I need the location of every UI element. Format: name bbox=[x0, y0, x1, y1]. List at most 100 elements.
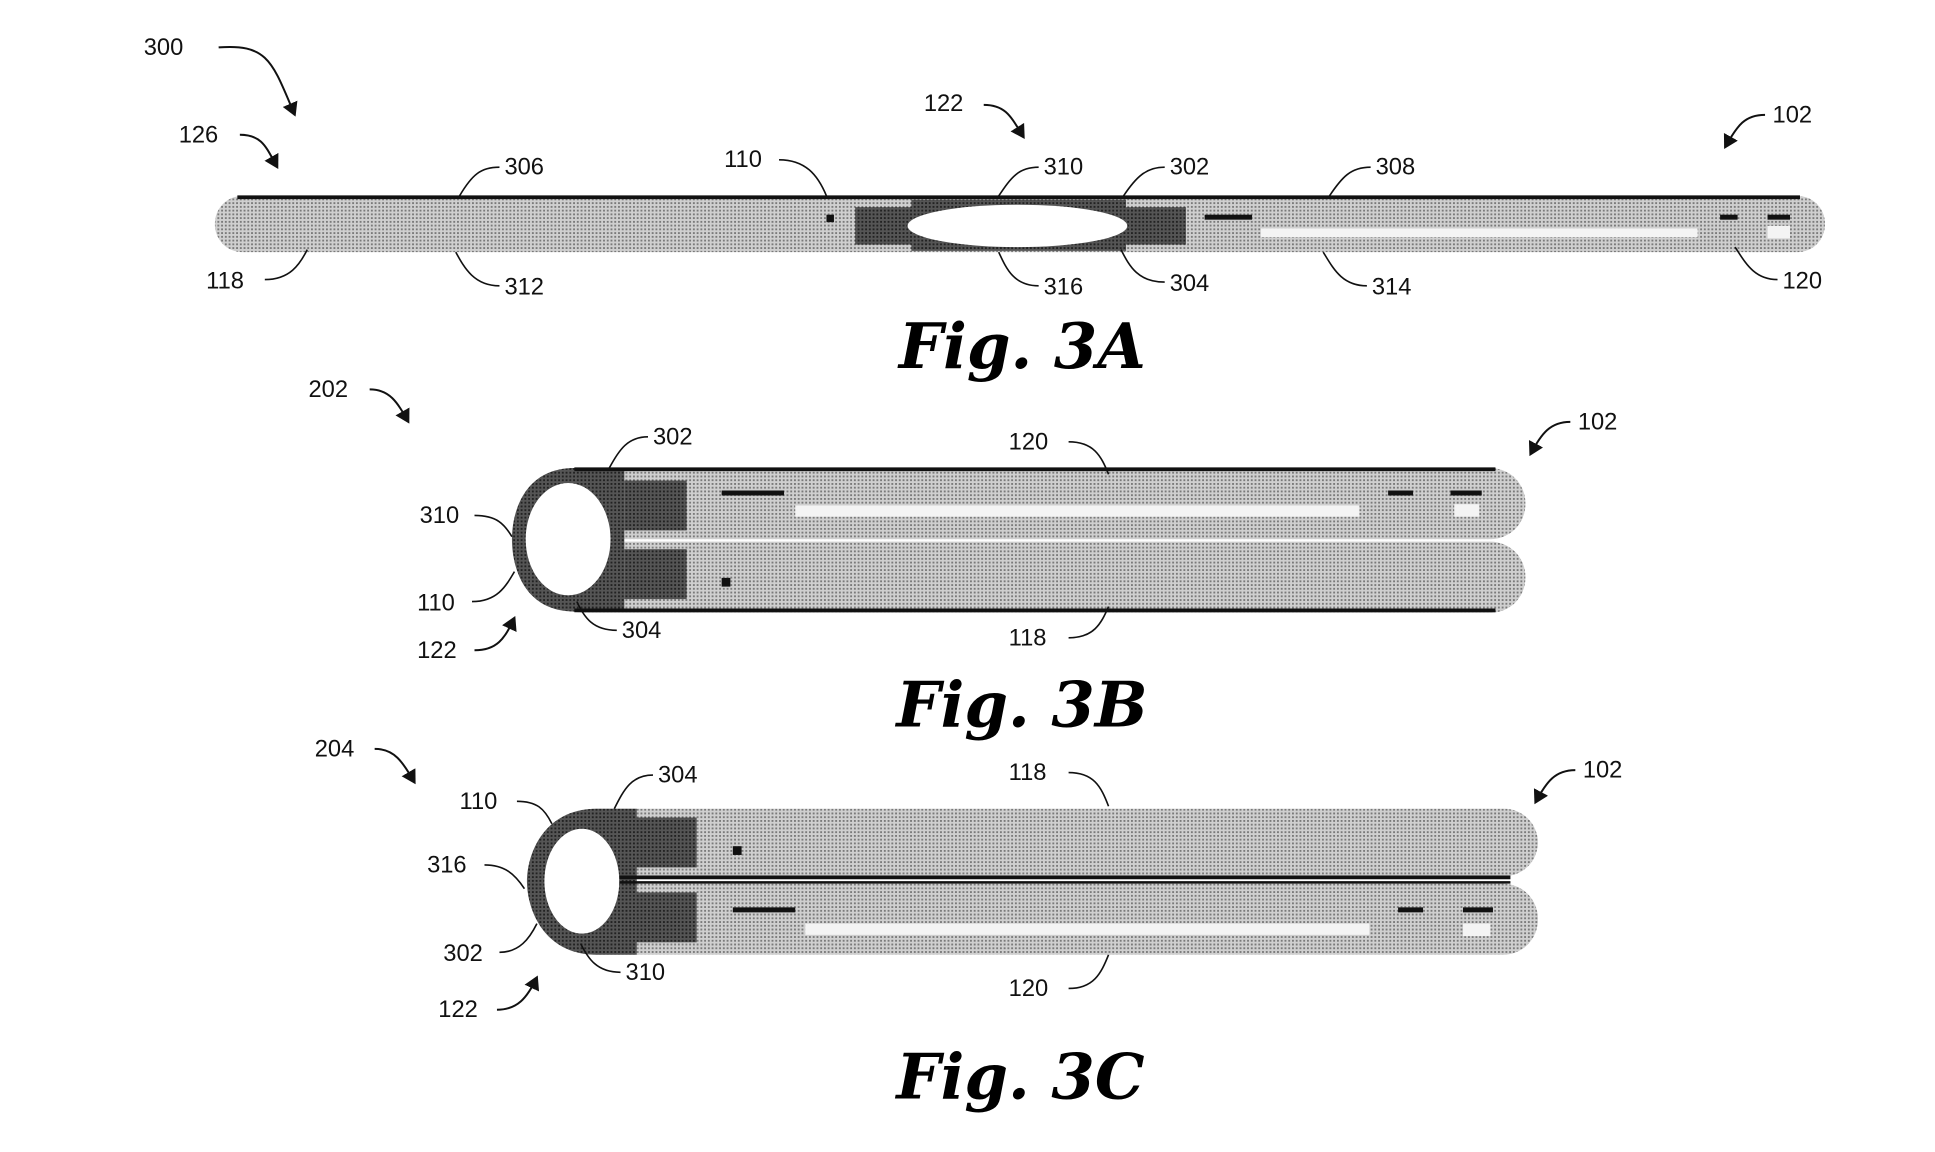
component-mark bbox=[1388, 490, 1414, 496]
component-mark bbox=[826, 214, 834, 223]
component-mark bbox=[721, 490, 785, 496]
leader-line bbox=[998, 166, 1039, 197]
ref-label: 110 bbox=[724, 147, 762, 173]
device-half-upper bbox=[549, 468, 1526, 540]
component-mark bbox=[1454, 504, 1480, 517]
device-half-upper bbox=[561, 808, 1538, 877]
ref-label: 122 bbox=[417, 638, 457, 664]
hinge-block bbox=[634, 892, 697, 943]
leader-line bbox=[1068, 954, 1110, 990]
ref-arrow bbox=[474, 616, 517, 652]
component-mark bbox=[1204, 214, 1253, 220]
ref-arrow bbox=[369, 388, 410, 424]
leader-line bbox=[779, 158, 828, 197]
leader-line bbox=[576, 601, 617, 632]
leader-line bbox=[1322, 251, 1367, 287]
leader-line bbox=[579, 943, 621, 974]
device-half-lower bbox=[549, 541, 1526, 613]
component-mark bbox=[732, 846, 742, 855]
ref-label: 118 bbox=[1009, 760, 1047, 786]
hinge-block bbox=[634, 817, 697, 868]
ref-label: 316 bbox=[1044, 275, 1084, 301]
leader-line bbox=[499, 923, 538, 954]
leader-line bbox=[1122, 166, 1165, 197]
figure-caption: Fig. 3C bbox=[894, 1039, 1144, 1113]
ref-label: 204 bbox=[315, 736, 355, 762]
hinge-block bbox=[624, 549, 687, 600]
figure-3b: 202 302 120 102 310 110 304 118 122 Fig.… bbox=[309, 377, 1618, 741]
ref-label: 304 bbox=[658, 763, 698, 789]
leader-line bbox=[1068, 606, 1110, 639]
display-strip bbox=[795, 505, 1360, 517]
ref-arrow bbox=[496, 975, 540, 1011]
leader-line bbox=[455, 251, 500, 287]
component-mark bbox=[1398, 907, 1424, 913]
leader-line bbox=[997, 251, 1039, 287]
ref-label: 118 bbox=[1009, 625, 1047, 651]
ref-label: 314 bbox=[1372, 275, 1412, 301]
ref-arrow bbox=[1528, 420, 1571, 457]
ref-arrow bbox=[1533, 769, 1576, 805]
component-mark bbox=[1462, 923, 1491, 937]
leader-line bbox=[1734, 246, 1778, 281]
ref-label: 316 bbox=[427, 852, 467, 878]
leader-line bbox=[1068, 441, 1110, 475]
leader-line bbox=[1068, 771, 1110, 807]
device-half-lower bbox=[561, 883, 1538, 955]
figure-3a: 300 126 122 102 306 110 310 302 308 118 … bbox=[144, 35, 1825, 383]
ref-label: 310 bbox=[626, 960, 666, 986]
ref-label: 122 bbox=[438, 997, 478, 1023]
ref-arrow bbox=[1723, 113, 1766, 150]
ref-label: 300 bbox=[144, 35, 184, 61]
ref-label: 302 bbox=[443, 941, 483, 967]
ref-label: 310 bbox=[420, 503, 460, 529]
ref-label: 122 bbox=[924, 91, 964, 117]
component-mark bbox=[721, 577, 731, 587]
component-mark bbox=[1767, 225, 1791, 239]
ref-arrow bbox=[374, 747, 416, 785]
leader-line bbox=[613, 774, 653, 810]
ref-label: 102 bbox=[1583, 758, 1623, 784]
component-mark bbox=[1450, 490, 1482, 496]
ref-label: 102 bbox=[1578, 409, 1618, 435]
ref-label: 308 bbox=[1376, 155, 1416, 181]
hinge-opening bbox=[544, 828, 620, 934]
leader-line bbox=[472, 571, 516, 603]
ref-label: 302 bbox=[653, 424, 693, 450]
display-strip bbox=[1260, 228, 1698, 238]
ref-label: 120 bbox=[1009, 976, 1049, 1002]
ref-label: 120 bbox=[1009, 429, 1049, 455]
ref-arrow bbox=[239, 133, 279, 169]
ref-label: 102 bbox=[1773, 102, 1813, 128]
ref-label: 304 bbox=[1170, 271, 1210, 297]
ref-label: 120 bbox=[1783, 268, 1823, 294]
ref-label: 110 bbox=[460, 789, 498, 815]
component-mark bbox=[1767, 214, 1791, 220]
ref-label: 310 bbox=[1044, 155, 1084, 181]
ref-arrow bbox=[218, 45, 298, 117]
display-strip bbox=[805, 923, 1370, 935]
ref-label: 118 bbox=[206, 268, 244, 294]
ref-arrow bbox=[983, 103, 1025, 139]
hinge-opening bbox=[525, 483, 611, 596]
leader-line bbox=[516, 800, 553, 825]
leader-line bbox=[264, 249, 308, 281]
leader-line bbox=[474, 514, 513, 538]
figure-3c: 204 304 110 118 102 316 302 310 120 122 … bbox=[315, 736, 1623, 1113]
hinge-opening bbox=[907, 204, 1128, 248]
leader-line bbox=[458, 166, 500, 197]
component-mark bbox=[1720, 214, 1738, 220]
leader-line bbox=[484, 864, 526, 890]
ref-label: 110 bbox=[417, 590, 455, 616]
leader-line bbox=[1120, 249, 1165, 283]
component-mark bbox=[732, 907, 796, 913]
figure-caption: Fig. 3A bbox=[897, 309, 1146, 383]
hinge-block bbox=[624, 480, 687, 531]
ref-label: 312 bbox=[504, 275, 544, 301]
leader-line bbox=[1328, 166, 1371, 197]
ref-label: 302 bbox=[1170, 155, 1210, 181]
leader-line bbox=[608, 436, 648, 469]
ref-label: 126 bbox=[179, 122, 219, 148]
